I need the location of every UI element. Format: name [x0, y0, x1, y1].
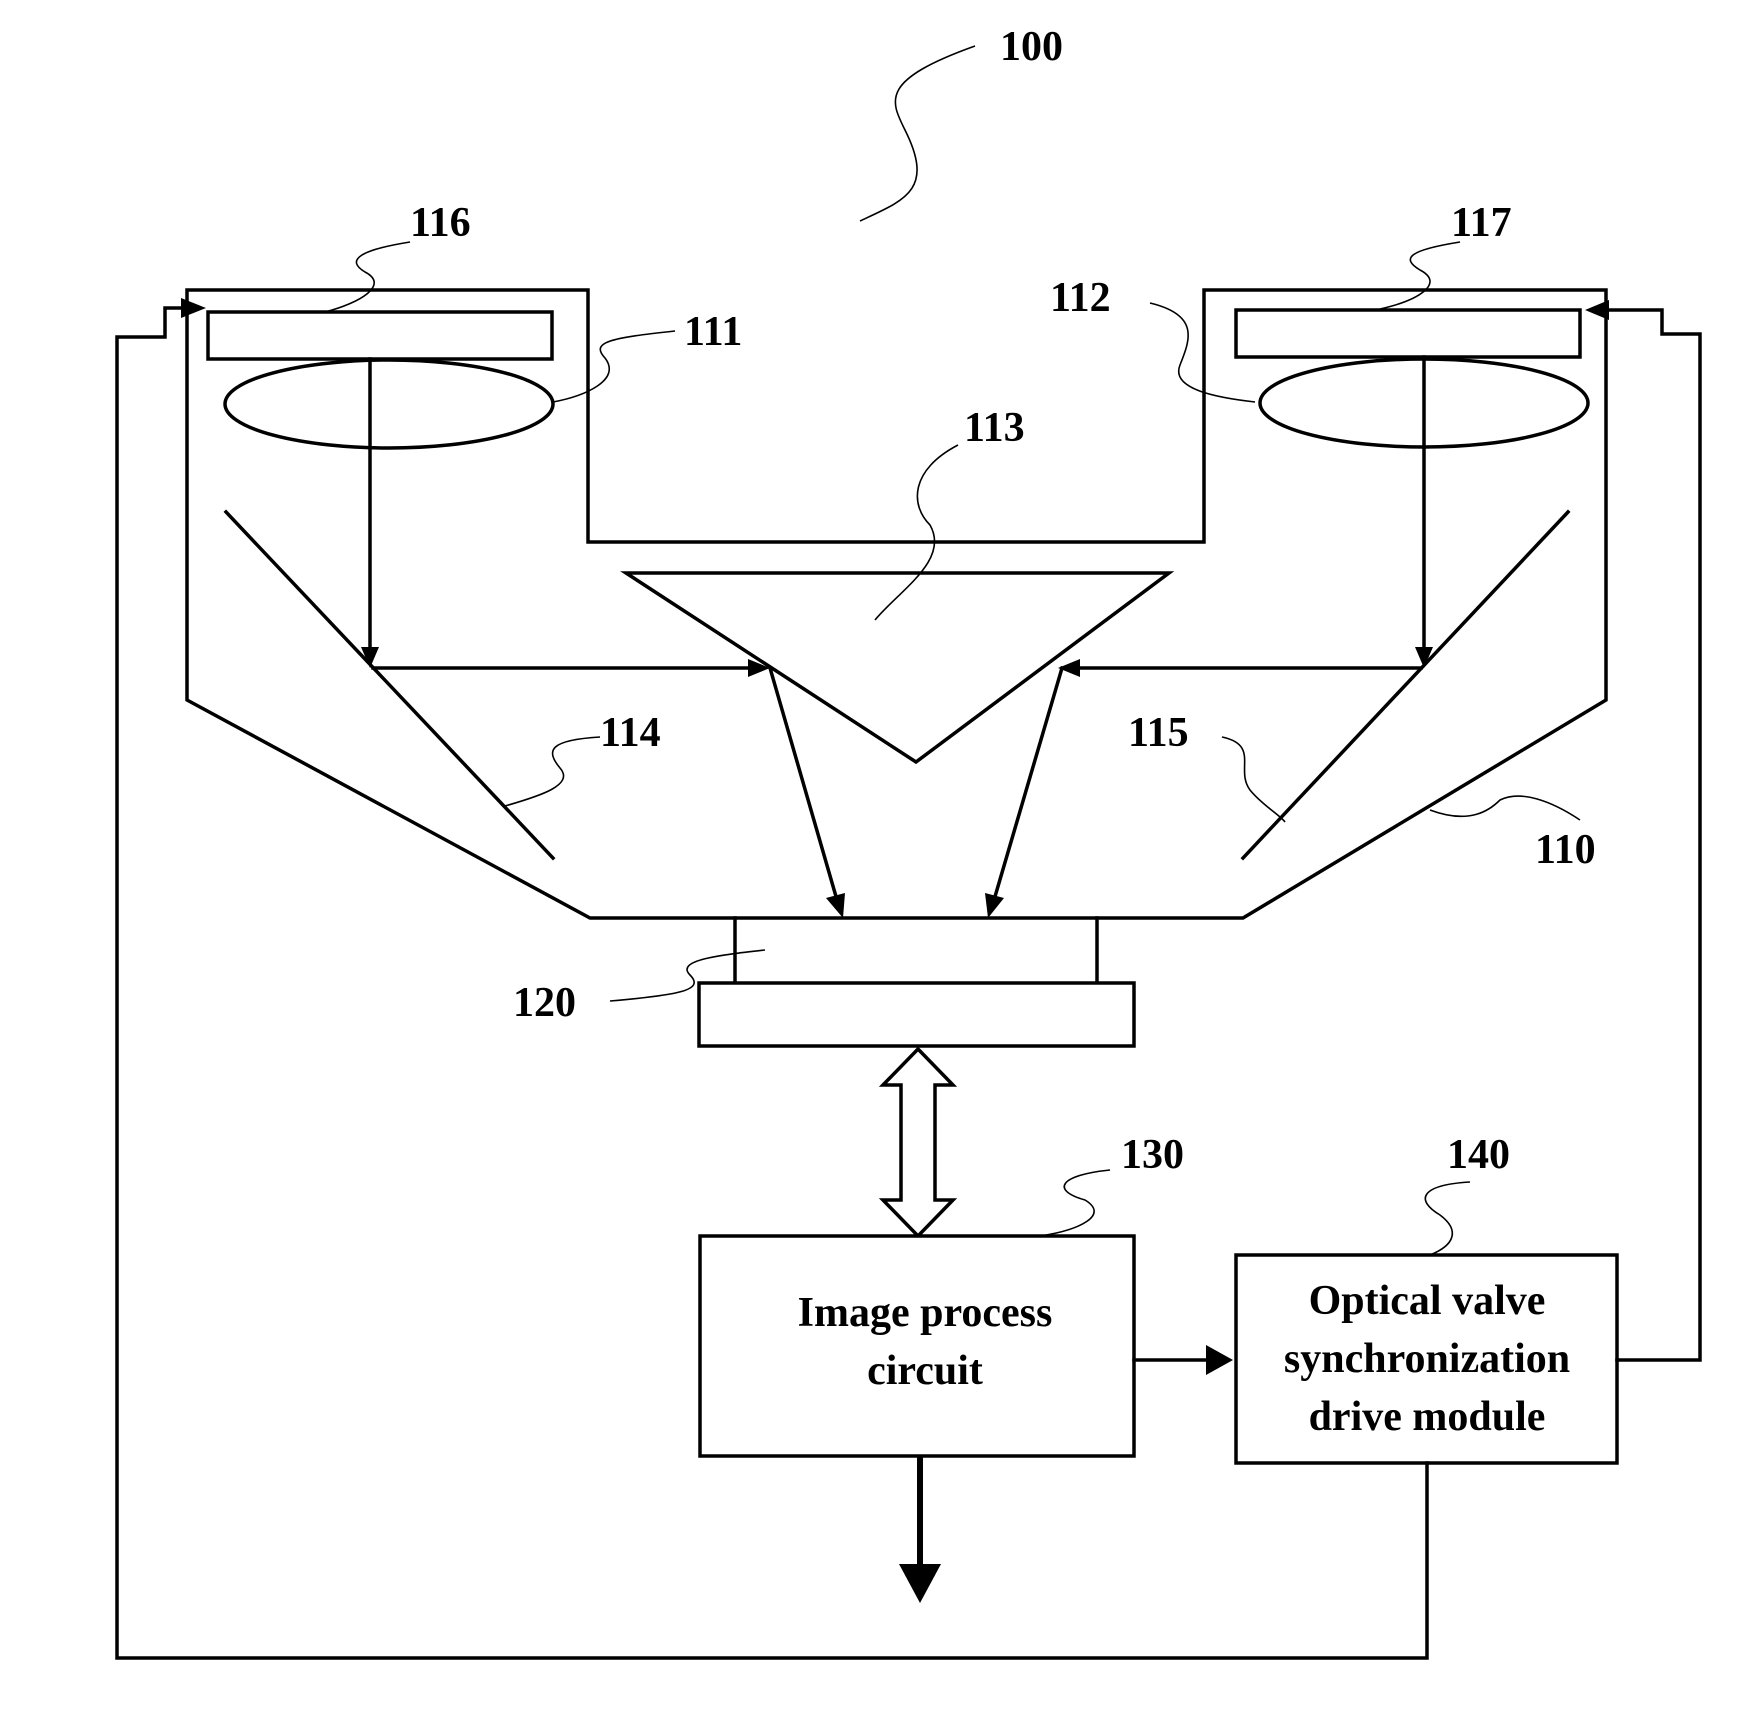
leader-130	[1040, 1170, 1110, 1236]
mirror-right	[1243, 512, 1568, 858]
drive-to-right-valve-line	[1610, 310, 1700, 1360]
leader-100	[860, 46, 975, 221]
ref-112: 112	[1050, 275, 1111, 321]
leader-116	[325, 242, 410, 312]
arrowhead-prism-left-down	[826, 893, 845, 918]
ref-100: 100	[1000, 24, 1063, 70]
ref-115: 115	[1128, 710, 1189, 756]
image-sensor	[699, 983, 1134, 1046]
leader-117	[1380, 242, 1460, 309]
ref-117: 117	[1451, 200, 1512, 246]
lens-left	[225, 360, 553, 448]
drive-module-label-line3: drive module	[1309, 1394, 1546, 1440]
ref-110: 110	[1535, 827, 1596, 873]
arrowhead-right-valve	[1585, 300, 1609, 320]
ref-111: 111	[684, 309, 742, 355]
arrowhead-process-to-drive	[1206, 1345, 1233, 1375]
ref-120: 120	[513, 980, 576, 1026]
arrowhead-prism-right-down	[985, 893, 1004, 918]
image-process-label-line2: circuit	[867, 1348, 983, 1394]
image-process-label-line1: Image process	[798, 1290, 1053, 1336]
ref-140: 140	[1447, 1132, 1510, 1178]
arrowhead-left-valve	[181, 298, 206, 318]
output-arrowhead	[899, 1564, 941, 1603]
leader-111	[553, 331, 675, 402]
ref-130: 130	[1121, 1132, 1184, 1178]
drive-module-label-line2: synchronization	[1284, 1336, 1570, 1382]
ref-113: 113	[964, 405, 1025, 451]
mirror-left	[226, 512, 553, 858]
optical-valve-left	[208, 312, 552, 359]
ref-116: 116	[410, 200, 471, 246]
leader-140	[1425, 1182, 1470, 1255]
drive-module-label-line1: Optical valve	[1309, 1278, 1546, 1324]
leader-110	[1430, 796, 1580, 820]
beam-prism-right-down	[994, 668, 1062, 900]
image-process-circuit-box	[700, 1236, 1134, 1456]
leader-114	[505, 737, 600, 806]
leader-115	[1222, 737, 1285, 822]
bidirectional-data-arrow	[883, 1049, 953, 1236]
optical-valve-right	[1236, 310, 1580, 357]
ref-114: 114	[600, 710, 661, 756]
